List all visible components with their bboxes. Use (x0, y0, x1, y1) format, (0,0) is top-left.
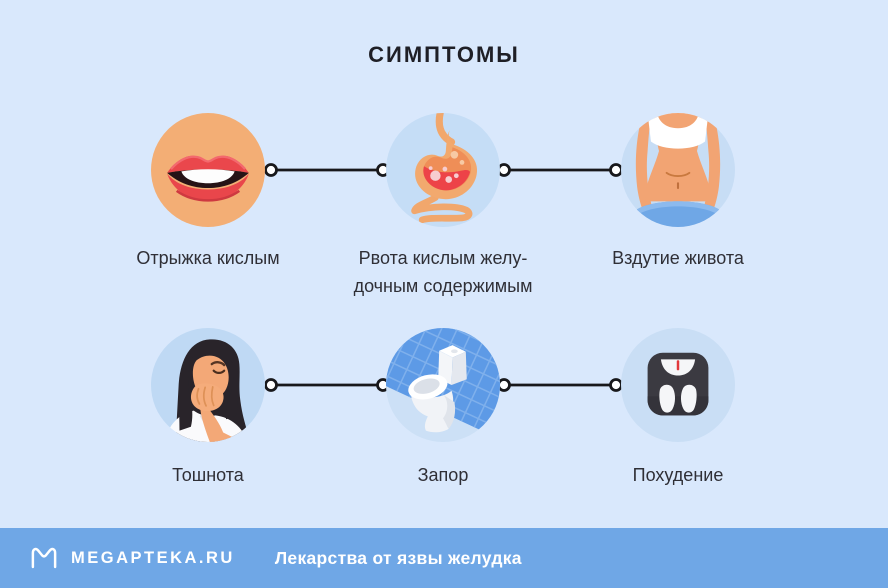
stomach-icon (411, 113, 478, 224)
brand-bar: MEGAPTEKA.RU Лекарства от язвы желудка (0, 528, 888, 588)
symptom-circle-bloating (621, 113, 735, 227)
symptom-label: Рвота кислым желу- дочным содержимым (353, 248, 533, 296)
symptom-label: Запор (417, 465, 469, 485)
lips-icon (167, 155, 249, 202)
weight-scale-icon (647, 352, 709, 416)
symptom-label: Отрыжка кислым (136, 248, 280, 268)
symptom-label: Похудение (632, 465, 724, 485)
page-title: СИМПТОМЫ (368, 42, 520, 67)
connector-line (497, 378, 623, 392)
brand-name: MEGAPTEKA.RU (71, 548, 235, 567)
symptom-circle-vomiting (386, 113, 500, 227)
symptom-label: Вздутие живота (612, 248, 744, 268)
symptom-circle-weight-loss (621, 328, 735, 442)
symptom-circle-belching (151, 113, 265, 227)
symptom-circle-nausea (151, 328, 265, 442)
toilet-icon (386, 328, 500, 434)
symptom-label: Тошнота (172, 465, 244, 485)
connector-line (264, 163, 390, 177)
footer-caption: Лекарства от язвы желудка (274, 547, 522, 568)
nauseous-woman-icon (164, 339, 249, 442)
megapteka-logo-icon (31, 547, 57, 569)
bloated-abdomen-icon (635, 113, 721, 227)
symptom-circle-constipation (386, 328, 500, 442)
connector-line (264, 378, 390, 392)
connector-line (497, 163, 623, 177)
